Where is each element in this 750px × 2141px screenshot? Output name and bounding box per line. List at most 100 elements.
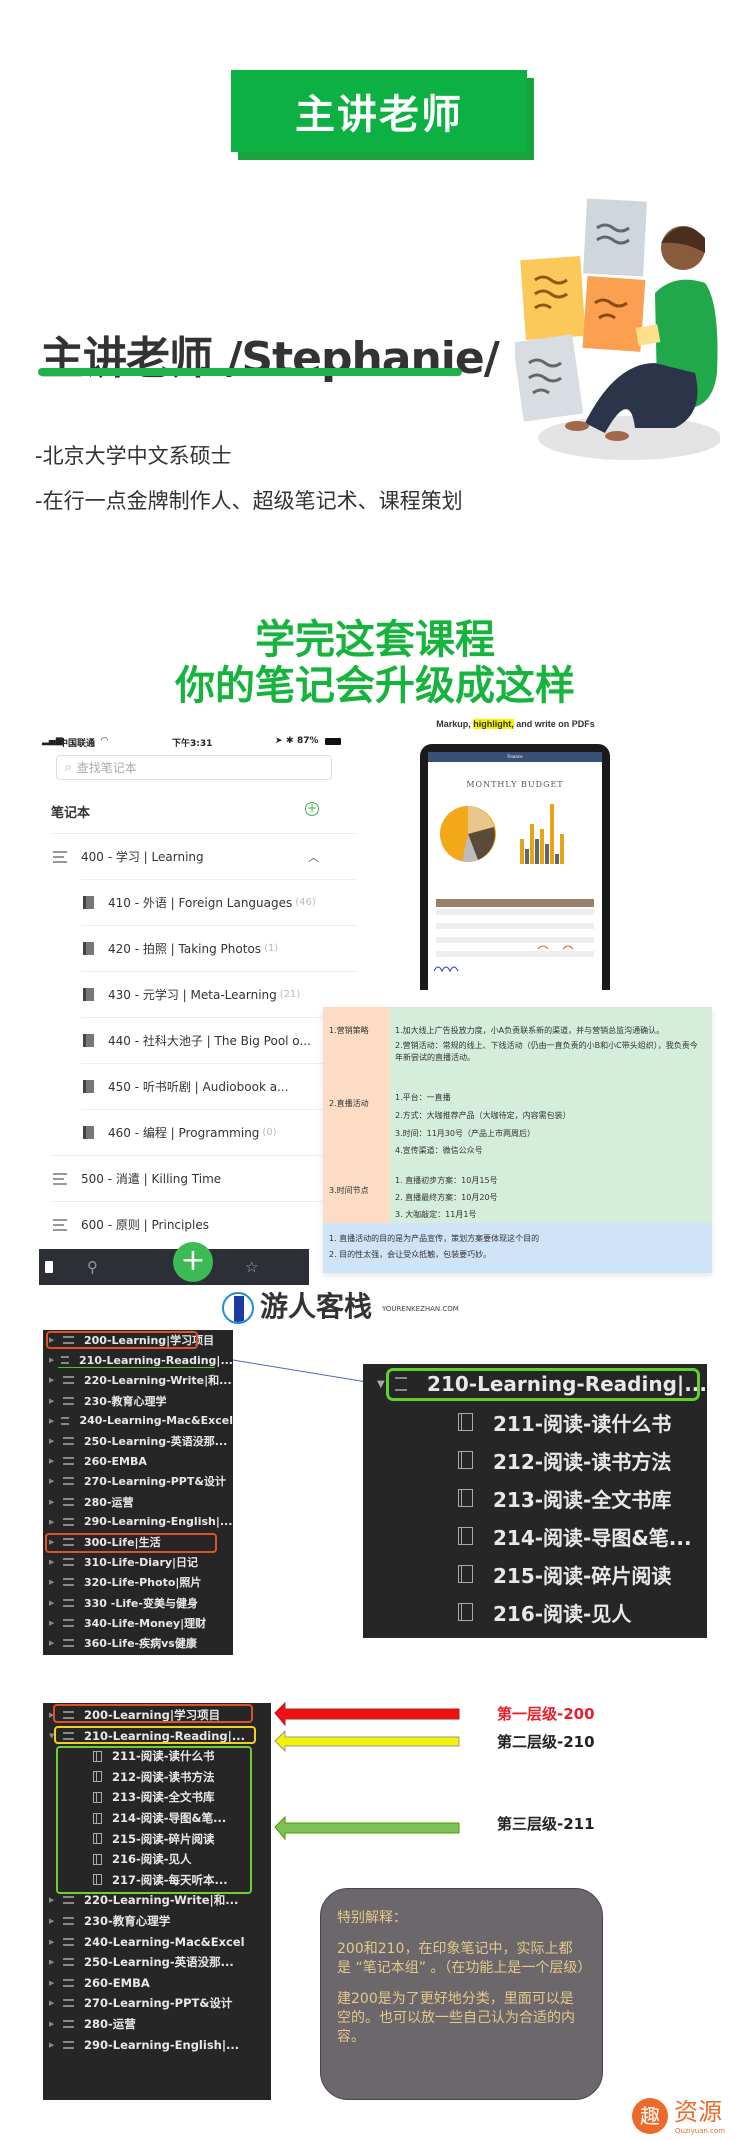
stack-row[interactable]: ▶280-运营	[43, 1492, 233, 1512]
caret-right-icon: ▶	[49, 1578, 55, 1587]
stack-label: 310-Life-Diary|日记	[84, 1556, 199, 1570]
caret-right-icon: ▶	[49, 1356, 55, 1365]
stack-icon	[63, 1558, 74, 1567]
hierarchy-row[interactable]: 212-阅读-读书方法	[43, 1767, 271, 1787]
stack-row[interactable]: ▶240-Learning-Mac&Excel	[43, 1411, 233, 1431]
caret-right-icon: ▶	[49, 1477, 55, 1486]
stack-row[interactable]: ▶310-Life-Diary|日记	[43, 1552, 233, 1572]
star-icon[interactable]: ☆	[245, 1258, 259, 1276]
notebook-row[interactable]: 450 - 听书听剧 | Audiobook a...	[81, 1063, 357, 1109]
notebook-row[interactable]: 215-阅读-碎片阅读	[363, 1559, 707, 1589]
stack-row[interactable]: ▶210-Learning-Reading|...	[43, 1350, 233, 1370]
hierarchy-row[interactable]: 215-阅读-碎片阅读	[43, 1829, 271, 1849]
level-2-box	[54, 1726, 256, 1744]
row-item: 3.时间：11月30号（产品上市两周后）	[395, 1129, 535, 1138]
stack-row[interactable]: ▶360-Life-疾病vs健康	[43, 1633, 233, 1653]
clock: 下午3:31	[172, 739, 213, 749]
notebook-row[interactable]: 440 - 社科大池子 | The Big Pool o...	[81, 1017, 357, 1063]
stack-label: 330 -Life-变美与健身	[84, 1596, 198, 1610]
caret-right-icon: ▶	[49, 1598, 55, 1607]
caret-right-icon: ▶	[49, 1937, 55, 1946]
notebook-row[interactable]: 216-阅读-见人	[363, 1597, 707, 1627]
stack-row[interactable]: ▶230-教育心理学	[43, 1391, 233, 1411]
hierarchy-label: 213-阅读-全文书库	[112, 1790, 215, 1805]
stack-icon	[63, 1937, 74, 1946]
hierarchy-row[interactable]: 213-阅读-全文书库	[43, 1787, 271, 1807]
hierarchy-row[interactable]: 216-阅读-见人	[43, 1849, 271, 1869]
caret-right-icon: ▶	[49, 1958, 55, 1967]
highlight-underline-210	[58, 1367, 215, 1368]
note-paragraph: 建200是为了更好地分类，里面可以是空的。也可以放一些自己认为合适的内容。	[337, 1991, 575, 2045]
hierarchy-row[interactable]: 211-阅读-读什么书	[43, 1746, 271, 1766]
notebook-row[interactable]: 400 - 学习 | Learning︿	[51, 833, 357, 879]
hierarchy-row[interactable]: 214-阅读-导图&笔...	[43, 1808, 271, 1828]
notebook-row[interactable]: 420 - 拍照 | Taking Photos(1)	[81, 925, 357, 971]
stack-row[interactable]: ▶200-Learning|学习项目	[43, 1330, 233, 1350]
stack-row[interactable]: ▶300-Life|生活	[43, 1532, 233, 1552]
stack-label: 250-Learning-英语没那...	[84, 1435, 228, 1448]
stack-row[interactable]: ▶270-Learning-PPT&设计	[43, 1471, 233, 1491]
add-notebook-icon[interactable]: +	[305, 801, 319, 816]
notebook-row[interactable]: 410 - 外语 | Foreign Languages(46)	[81, 879, 357, 925]
caret-right-icon: ▶	[49, 1376, 55, 1385]
notebook-row[interactable]: 500 - 消遣 | Killing Time	[51, 1155, 357, 1201]
notebook-icon	[83, 896, 94, 909]
notebook-icon	[458, 1413, 473, 1431]
notebook-row[interactable]: 213-阅读-全文书库	[363, 1483, 707, 1513]
arrow-level-3	[274, 1815, 460, 1841]
location-icon: ➤	[275, 736, 283, 746]
hierarchy-row[interactable]: ▶200-Learning|学习项目	[43, 1705, 271, 1725]
search-icon[interactable]: ⚲	[87, 1258, 98, 1276]
hierarchy-label: 214-阅读-导图&笔...	[112, 1811, 227, 1825]
notebook-row[interactable]: 211-阅读-读什么书	[363, 1407, 707, 1437]
level-arrows	[274, 1701, 460, 1841]
notebook-label: 430 - 元学习 | Meta-Learning	[108, 988, 277, 1002]
corner-logo: 趣 资源 Quziyuan.com	[632, 2098, 747, 2138]
notes-icon[interactable]	[45, 1261, 53, 1273]
stack-row[interactable]: ▶290-Learning-English|...	[43, 1512, 233, 1532]
stack-label: 240-Learning-Mac&Excel	[79, 1414, 233, 1428]
caret-right-icon: ▶	[49, 1618, 55, 1627]
notebook-row[interactable]: 460 - 编程 | Programming(0)	[81, 1109, 357, 1155]
notebook-row[interactable]: 212-阅读-读书方法	[363, 1445, 707, 1475]
notebook-icon	[93, 1833, 102, 1845]
stack-label: 220-Learning-Write|和...	[84, 1374, 232, 1388]
chevron-up-icon[interactable]: ︿	[308, 850, 319, 864]
hierarchy-label: 280-运营	[84, 2017, 136, 2031]
hierarchy-row[interactable]: ▶290-Learning-English|...	[43, 2035, 271, 2055]
notebook-icon	[93, 1853, 102, 1865]
ipad-device: Finance MONTHLY BUDGET	[420, 744, 610, 990]
notebook-search-input[interactable]: ⌕ 查找笔记本	[56, 755, 332, 780]
hierarchy-row[interactable]: ▶230-教育心理学	[43, 1911, 271, 1931]
stack-icon	[53, 1172, 67, 1185]
logo-mark: 趣	[632, 2098, 668, 2134]
notebook-row[interactable]: 600 - 原则 | Principles	[51, 1201, 357, 1247]
stack-row[interactable]: ▶260-EMBA	[43, 1451, 233, 1471]
hierarchy-row[interactable]: ▶240-Learning-Mac&Excel	[43, 1932, 271, 1952]
hierarchy-row[interactable]: ▶280-运营	[43, 2014, 271, 2034]
hierarchy-row[interactable]: ▶250-Learning-英语没那...	[43, 1952, 271, 1972]
illustration-person-with-notes	[515, 198, 720, 460]
level-3-box	[56, 1746, 252, 1894]
caret-right-icon: ▶	[49, 1978, 55, 1987]
add-note-button[interactable]: +	[173, 1242, 213, 1282]
stack-row[interactable]: ▶ 330 -Life-变美与健身	[43, 1593, 233, 1613]
stack-icon	[63, 1958, 74, 1967]
notebook-row[interactable]: 214-阅读-导图&笔...	[363, 1521, 707, 1551]
stack-row[interactable]: ▶320-Life-Photo|照片	[43, 1572, 233, 1592]
stack-icon	[63, 1538, 74, 1546]
stack-row[interactable]: ▼ 210-Learning-Reading|...	[363, 1369, 707, 1399]
hierarchy-label: 260-EMBA	[84, 1975, 150, 1990]
hierarchy-row[interactable]: 217-阅读-每天听本...	[43, 1870, 271, 1890]
hierarchy-row[interactable]: ▶220-Learning-Write|和...	[43, 1890, 271, 1910]
hierarchy-row[interactable]: ▼210-Learning-Reading|...	[43, 1726, 271, 1746]
highlight-box-300	[45, 1533, 217, 1553]
notebook-row[interactable]: 430 - 元学习 | Meta-Learning(21)	[81, 971, 357, 1017]
stack-row[interactable]: ▶250-Learning-英语没那...	[43, 1431, 233, 1451]
hierarchy-row[interactable]: ▶ 260-EMBA	[43, 1973, 271, 1993]
stack-row[interactable]: ▶340-Life-Money|理财	[43, 1613, 233, 1633]
stack-row[interactable]: ▶ 220-Learning-Write|和...	[43, 1370, 233, 1390]
hierarchy-row[interactable]: ▶270-Learning-PPT&设计	[43, 1993, 271, 2013]
stack-icon	[63, 1639, 74, 1647]
notebook-label: 500 - 消遣 | Killing Time	[81, 1172, 222, 1186]
